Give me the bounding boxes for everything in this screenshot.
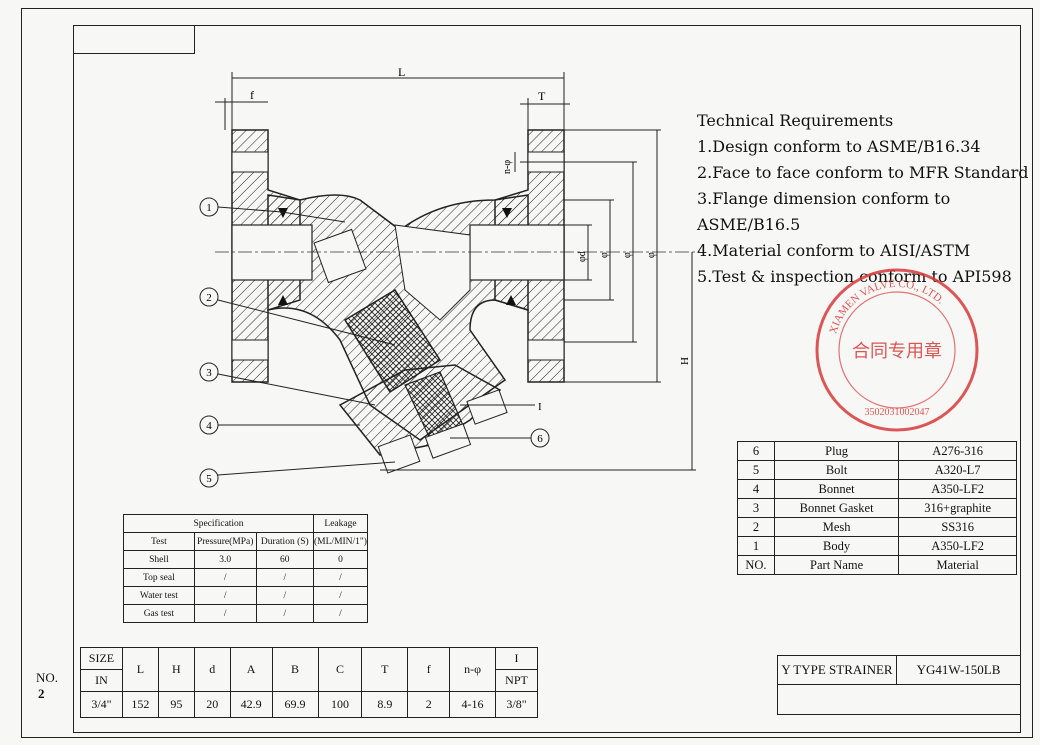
dim-I: I (538, 401, 542, 413)
balloon-6: 6 (450, 428, 550, 448)
balloon-2: 2 (199, 287, 396, 346)
title-name-cell: Y TYPE STRAINER (777, 655, 897, 685)
weld-2 (502, 208, 512, 218)
svg-text:2: 2 (206, 292, 212, 304)
tr-item: 5.Test & inspection conform to API598 (697, 267, 1012, 286)
right-bolt-hole-bottom (527, 339, 565, 361)
plug-head (424, 423, 472, 459)
stamp-center-text: 合同专用章 (852, 341, 942, 361)
svg-text:1: 1 (206, 202, 212, 214)
dim-phi-d: φd (577, 251, 588, 262)
table-row: Gas test/// (123, 604, 368, 623)
dim-T: T (538, 89, 546, 103)
leakage-header: Leakage (313, 514, 368, 533)
svg-text:3: 3 (206, 367, 212, 379)
size-header: SIZE (80, 647, 123, 670)
company-stamp: XIAMEN VALVE CO., LTD. 合同专用章 35020310020… (815, 268, 979, 432)
title-name: Y TYPE STRAINER (781, 662, 893, 677)
weld-1 (278, 208, 288, 218)
dim-phi-b: φ (622, 252, 633, 258)
corner-box (73, 25, 195, 54)
bolt-left (377, 434, 421, 474)
bolt-right (466, 389, 508, 425)
mesh-screen (343, 288, 442, 394)
screen-chamber (394, 224, 471, 321)
inlet-bore (231, 224, 313, 281)
dim-n-phi: n-φ (502, 160, 513, 174)
balloon-1: 1 (199, 197, 346, 223)
dim-phi-c: φ (646, 252, 657, 258)
dim-f: f (250, 88, 254, 102)
stamp-ring-text: XIAMEN VALVE CO., LTD. (827, 278, 946, 335)
balloon-3: 3 (199, 362, 376, 406)
y-strainer-drawing: L f T n-φ φd φ φ φ H I 1 2 3 (199, 65, 700, 488)
sheet-no-value: 2 (38, 686, 45, 701)
svg-text:5: 5 (206, 473, 212, 485)
left-bolt-hole-top (231, 151, 269, 173)
title-model-cell: YG41W-150LB (896, 655, 1021, 685)
svg-text:4: 4 (206, 420, 212, 432)
spec-group-header: Specification (123, 514, 314, 533)
dim-phi-a: φ (599, 252, 610, 258)
stamp-number: 3502031002047 (865, 407, 930, 418)
balloon-4: 4 (199, 415, 360, 435)
sheet-no-label: NO. (36, 670, 59, 685)
balloon-5: 5 (199, 461, 396, 488)
dim-H: H (679, 357, 691, 365)
table-row: Water test/// (123, 586, 368, 605)
tr-item: 2.Face to face conform to MFR Standard (697, 163, 1029, 182)
inner-border (73, 25, 1021, 733)
title-model: YG41W-150LB (916, 662, 1001, 677)
weld-4 (506, 295, 516, 305)
outlet-bore (469, 224, 565, 281)
svg-text:6: 6 (537, 433, 543, 445)
table-row: Top seal/// (123, 568, 368, 587)
tr-item: 4.Material conform to AISI/ASTM (697, 241, 971, 260)
weld-3 (278, 295, 288, 305)
technical-requirements: Technical Requirements 1.Design conform … (697, 108, 1040, 290)
dimensions-table: SIZE L H d A B C T f n-φ I IN NPT 3/4" 1… (80, 647, 539, 718)
tr-item: 3.Flange dimension conform to ASME/B16.5 (697, 189, 951, 234)
inlet-cavity (313, 228, 367, 284)
table-row: 3/4" 152 95 20 42.9 69.9 100 8.9 2 4-16 … (80, 691, 539, 718)
left-bolt-hole-bottom (231, 339, 269, 361)
dim-L: L (398, 65, 405, 79)
tr-item: 1.Design conform to ASME/B16.34 (697, 137, 981, 156)
drawing-border (21, 8, 1033, 738)
tr-title: Technical Requirements (697, 111, 894, 130)
